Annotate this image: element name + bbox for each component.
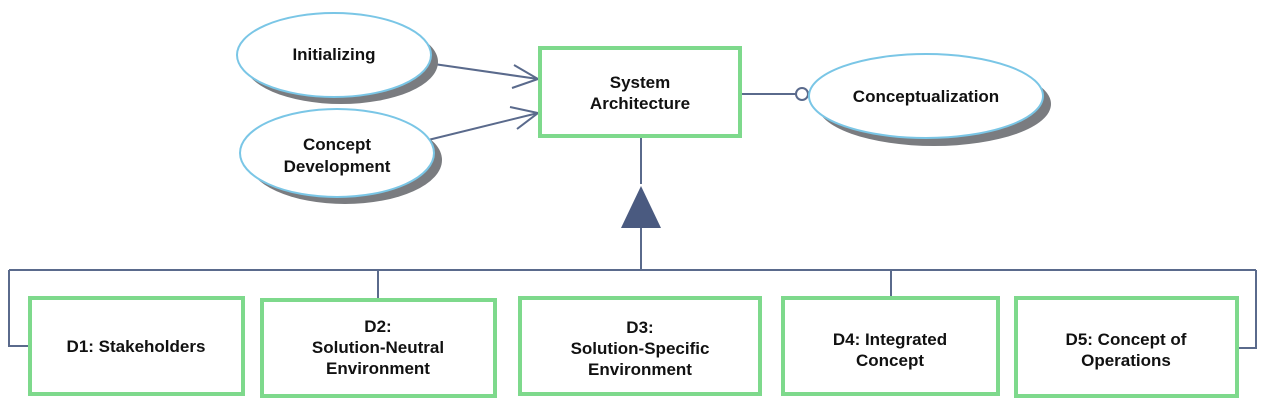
concept-development-ellipse <box>239 108 435 198</box>
concept-development-label-line1: Concept <box>303 135 371 154</box>
d5-concept-of-operations[interactable]: D5: Concept of Operations <box>1014 296 1239 398</box>
conceptualization-ellipse <box>808 53 1044 139</box>
d1-stakeholders[interactable]: D1: Stakeholders <box>28 296 245 396</box>
initializing-ellipse <box>236 12 432 98</box>
d5-drop <box>1238 270 1257 349</box>
concept-development-link <box>419 112 539 143</box>
d2-box <box>260 298 497 398</box>
d1-box <box>28 296 245 396</box>
system-architecture-object[interactable]: System Architecture <box>538 46 742 138</box>
d2-solution-neutral-environment[interactable]: D2: Solution-Neutral Environment <box>260 298 497 398</box>
d3-box <box>518 296 762 396</box>
d2-label-line2: Solution-Neutral <box>312 338 444 357</box>
d4-label-line1: D4: Integrated <box>833 330 947 349</box>
d5-box <box>1014 296 1239 398</box>
initializing-process[interactable]: Initializing <box>236 12 438 104</box>
d2-label-line1: D2: <box>364 317 391 336</box>
aggregation-triangle <box>621 186 661 228</box>
conceptualization-process[interactable]: Conceptualization <box>808 53 1051 146</box>
d2-label-line3: Environment <box>326 359 430 378</box>
system-architecture-label-line1: System <box>610 73 670 92</box>
d1-label: D1: Stakeholders <box>67 337 206 356</box>
initializing-label: Initializing <box>292 45 375 64</box>
d4-box <box>781 296 1000 396</box>
concept-development-process[interactable]: Concept Development <box>239 108 442 204</box>
system-architecture-box <box>538 46 742 138</box>
d1-drop <box>8 270 29 347</box>
connectors <box>8 61 1257 349</box>
concept-development-label-line2: Development <box>284 157 391 176</box>
conceptualization-label: Conceptualization <box>853 87 999 106</box>
d4-integrated-concept[interactable]: D4: Integrated Concept <box>781 296 1000 396</box>
d5-label-line1: D5: Concept of <box>1066 330 1187 349</box>
d3-solution-specific-environment[interactable]: D3: Solution-Specific Environment <box>518 296 762 396</box>
d4-label-line2: Concept <box>856 351 924 370</box>
d5-label-line2: Operations <box>1081 351 1171 370</box>
d3-label-line1: D3: <box>626 318 653 337</box>
system-architecture-label-line2: Architecture <box>590 94 690 113</box>
d3-label-line2: Solution-Specific <box>571 339 710 358</box>
initializing-link <box>419 61 539 80</box>
d3-label-line3: Environment <box>588 360 692 379</box>
instrument-circle <box>795 87 809 101</box>
